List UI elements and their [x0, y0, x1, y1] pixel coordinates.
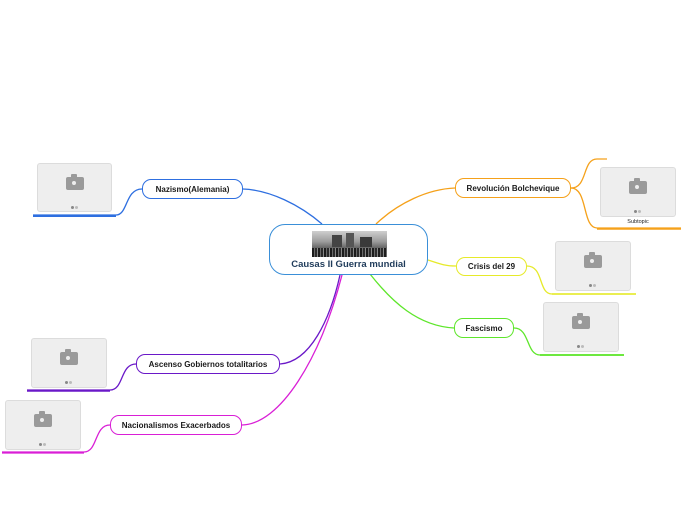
- camera-icon: [584, 252, 602, 268]
- topic-crisis-label: Crisis del 29: [467, 262, 516, 271]
- connector-nazismo-image: [33, 188, 143, 216]
- placeholder-dots: [65, 371, 73, 384]
- image-placeholder-nacionalismos[interactable]: [5, 400, 81, 450]
- topic-fascismo[interactable]: Fascismo: [454, 318, 514, 338]
- connector-revolucion-sub2: [570, 187, 681, 229]
- placeholder-dots: [589, 274, 597, 287]
- connector-nacionalismos-image: [2, 424, 111, 453]
- camera-icon: [60, 349, 78, 365]
- connector-revolucion: [375, 187, 456, 225]
- camera-icon: [629, 178, 647, 194]
- connector-crisis: [427, 259, 457, 267]
- topic-fascismo-label: Fascismo: [465, 323, 503, 333]
- topic-revolucion-label: Revolución Bolchevique: [466, 183, 560, 193]
- connector-nacionalismos: [241, 274, 343, 426]
- connector-revolucion-sub1: [570, 158, 607, 189]
- topic-nacionalismos-label: Nacionalismos Exacerbados: [121, 420, 231, 430]
- topic-ascenso-label: Ascenso Gobiernos totalitarios: [148, 359, 268, 369]
- placeholder-dots: [577, 335, 585, 348]
- image-placeholder-fascismo[interactable]: [543, 302, 619, 352]
- connector-fascismo: [369, 273, 455, 329]
- connector-ascenso-image: [27, 363, 137, 391]
- central-topic-title: Causas II Guerra mundial: [291, 259, 406, 270]
- topic-nacionalismos-exacerbados[interactable]: Nacionalismos Exacerbados: [110, 415, 242, 435]
- connector-fascismo-image: [513, 327, 624, 356]
- camera-icon: [34, 411, 52, 427]
- image-placeholder-nazismo[interactable]: [37, 163, 112, 212]
- camera-icon: [65, 173, 84, 190]
- connector-crisis-image: [526, 265, 636, 295]
- central-topic[interactable]: Causas II Guerra mundial: [269, 224, 428, 275]
- placeholder-dots: [634, 200, 642, 213]
- connector-ascenso: [279, 274, 341, 365]
- topic-ascenso-gobiernos-totalitarios[interactable]: Ascenso Gobiernos totalitarios: [136, 354, 280, 374]
- topic-nazismo-label: Nazismo(Alemania): [155, 184, 230, 194]
- placeholder-dots: [70, 196, 79, 209]
- placeholder-dots: [39, 433, 47, 446]
- subtopic-label[interactable]: Subtopic: [627, 219, 649, 225]
- image-placeholder-crisis[interactable]: [555, 241, 631, 291]
- image-placeholder-revolucion[interactable]: [600, 167, 676, 217]
- camera-icon: [572, 313, 590, 329]
- topic-revolucion-bolchevique[interactable]: Revolución Bolchevique: [455, 178, 571, 198]
- topic-nazismo[interactable]: Nazismo(Alemania): [142, 179, 243, 199]
- topic-crisis-del-29[interactable]: Crisis del 29: [456, 257, 527, 276]
- image-placeholder-ascenso[interactable]: [31, 338, 107, 388]
- central-topic-image: [312, 231, 387, 257]
- connector-nazismo: [242, 188, 323, 225]
